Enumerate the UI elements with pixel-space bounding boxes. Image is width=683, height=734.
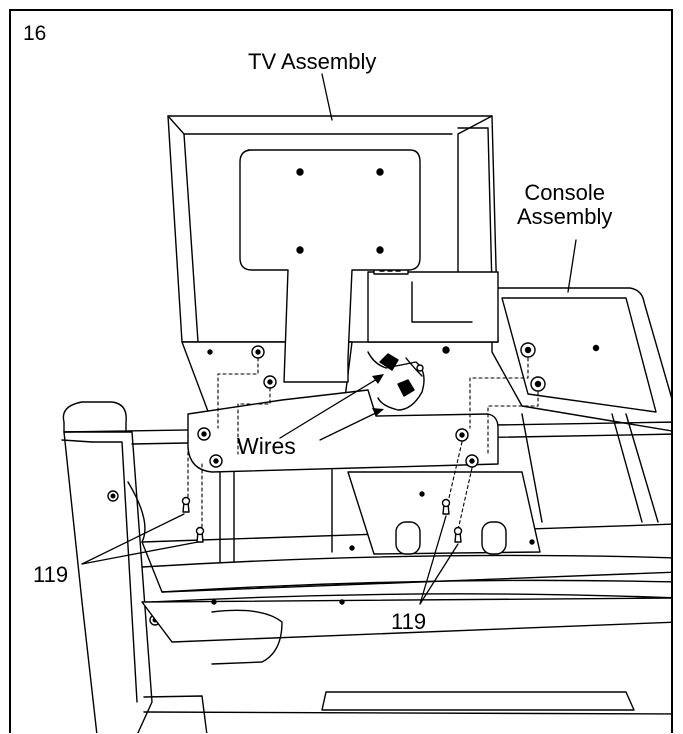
arrowheads bbox=[372, 374, 384, 416]
wires-label: Wires bbox=[237, 433, 296, 459]
assembly-diagram bbox=[61, 73, 671, 733]
console-label-line1: Console bbox=[524, 180, 606, 205]
console-assembly-drawing bbox=[442, 287, 671, 432]
console-assembly-label: Console Assembly bbox=[517, 180, 613, 230]
instruction-panel: 16 TV Assembly Console Assembly Wires 11… bbox=[9, 9, 673, 733]
step-number: 16 bbox=[23, 22, 47, 45]
part-119-right-label: 119 bbox=[391, 609, 427, 634]
console-label-line2: Assembly bbox=[517, 204, 613, 230]
bolts-119 bbox=[181, 496, 463, 543]
part-119-left-label: 119 bbox=[33, 562, 69, 587]
base-frame-drawing bbox=[61, 401, 671, 733]
leader-lines bbox=[81, 73, 577, 605]
alignment-dashes bbox=[187, 357, 539, 531]
tv-assembly-drawing bbox=[167, 115, 499, 473]
tv-assembly-label: TV Assembly bbox=[248, 49, 377, 74]
